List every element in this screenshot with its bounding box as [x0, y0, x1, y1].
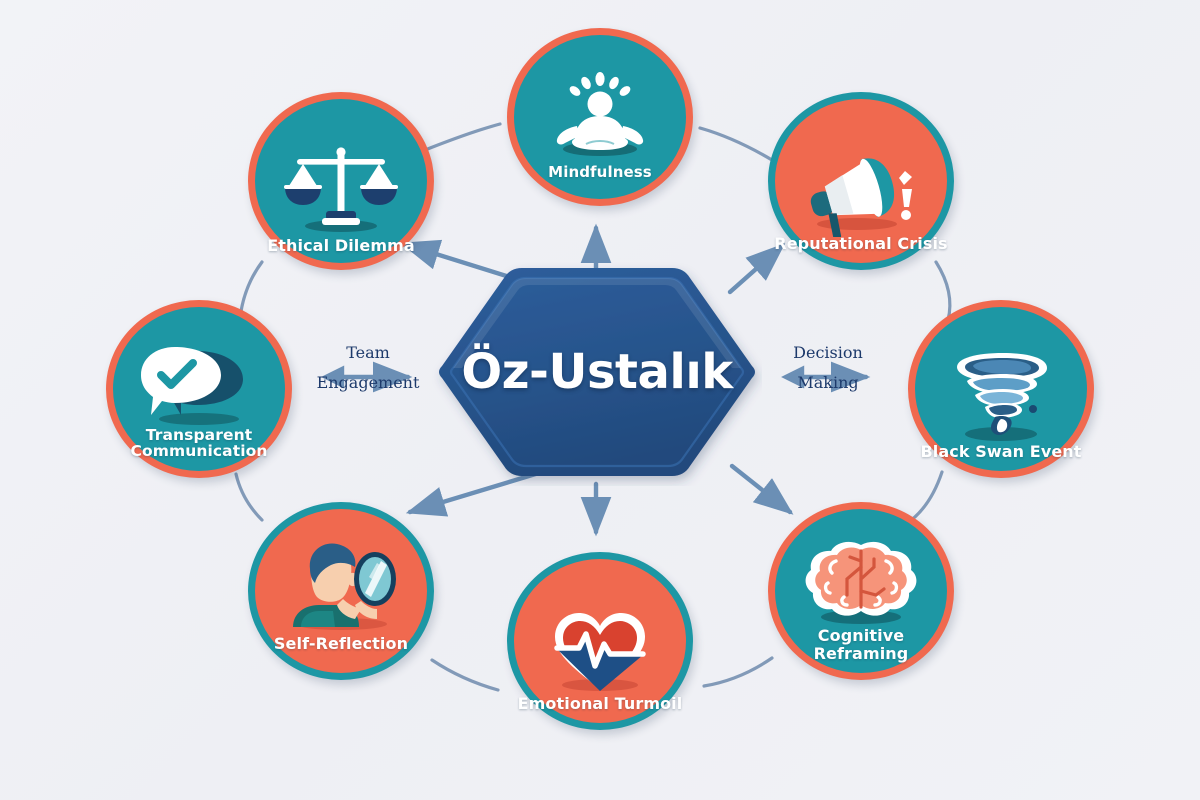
ring-link-cognitive-emotional	[702, 656, 774, 688]
connector-label-team-engagement-line1: Team	[346, 343, 390, 362]
node-ethical-dilemma-label: Ethical Dilemma	[267, 235, 415, 255]
arrow-decision-making-left-head	[781, 365, 805, 389]
center-title: Öz-Ustalık	[461, 344, 733, 400]
node-black-swan-event[interactable]: Black Swan Event	[908, 300, 1094, 478]
speech-bubbles-check-icon	[137, 345, 261, 429]
node-transparent-communication-label: Transparent Communication	[130, 425, 268, 461]
node-mindfulness[interactable]: Mindfulness	[507, 28, 693, 206]
meditation-figure-icon	[546, 66, 654, 162]
node-self-reflection-label: Self-Reflection	[273, 633, 409, 653]
heart-pulse-icon	[543, 605, 657, 697]
ring-link-selfreflection-transparent	[234, 472, 264, 522]
person-mirror-icon	[277, 539, 405, 631]
arrow-center-to-cognitive	[729, 463, 794, 515]
brain-icon	[800, 539, 922, 629]
connector-label-team-engagement: Team Engagement	[308, 338, 428, 399]
ring-link-ethical-mindfulness	[418, 122, 502, 154]
node-cognitive-reframing-label: Cognitive Reframing	[813, 626, 909, 663]
node-cognitive-reframing[interactable]: Cognitive Reframing	[768, 502, 954, 680]
connector-label-decision-making-line1: Decision	[793, 343, 863, 362]
node-mindfulness-label: Mindfulness	[548, 162, 652, 181]
connector-label-team-engagement-line2: Engagement	[316, 373, 420, 393]
hexagon-shape	[439, 268, 755, 476]
node-transparent-communication[interactable]: Transparent Communication	[106, 300, 292, 478]
node-ethical-dilemma[interactable]: Ethical Dilemma	[248, 92, 434, 270]
tornado-icon	[943, 351, 1059, 447]
connector-label-decision-making: Decision Making	[768, 338, 888, 399]
megaphone-icon	[802, 155, 920, 237]
node-reputational-crisis[interactable]: Reputational Crisis	[768, 92, 954, 270]
node-emotional-turmoil[interactable]: Emotional Turmoil	[507, 552, 693, 730]
node-black-swan-event-label: Black Swan Event	[920, 441, 1082, 461]
node-emotional-turmoil-label: Emotional Turmoil	[517, 693, 683, 713]
node-reputational-crisis-label: Reputational Crisis	[774, 233, 948, 253]
node-self-reflection[interactable]: Self-Reflection	[248, 502, 434, 680]
connector-label-decision-making-line2: Making	[797, 373, 859, 393]
balance-scales-icon	[283, 145, 399, 237]
ring-link-mindfulness-reputational	[698, 126, 774, 162]
arrow-center-to-reputational	[727, 243, 786, 295]
ring-link-emotional-selfreflection	[430, 658, 500, 692]
arrow-team-engagement-left-head	[321, 365, 345, 389]
center-hexagon[interactable]: Öz-Ustalık	[432, 258, 762, 486]
